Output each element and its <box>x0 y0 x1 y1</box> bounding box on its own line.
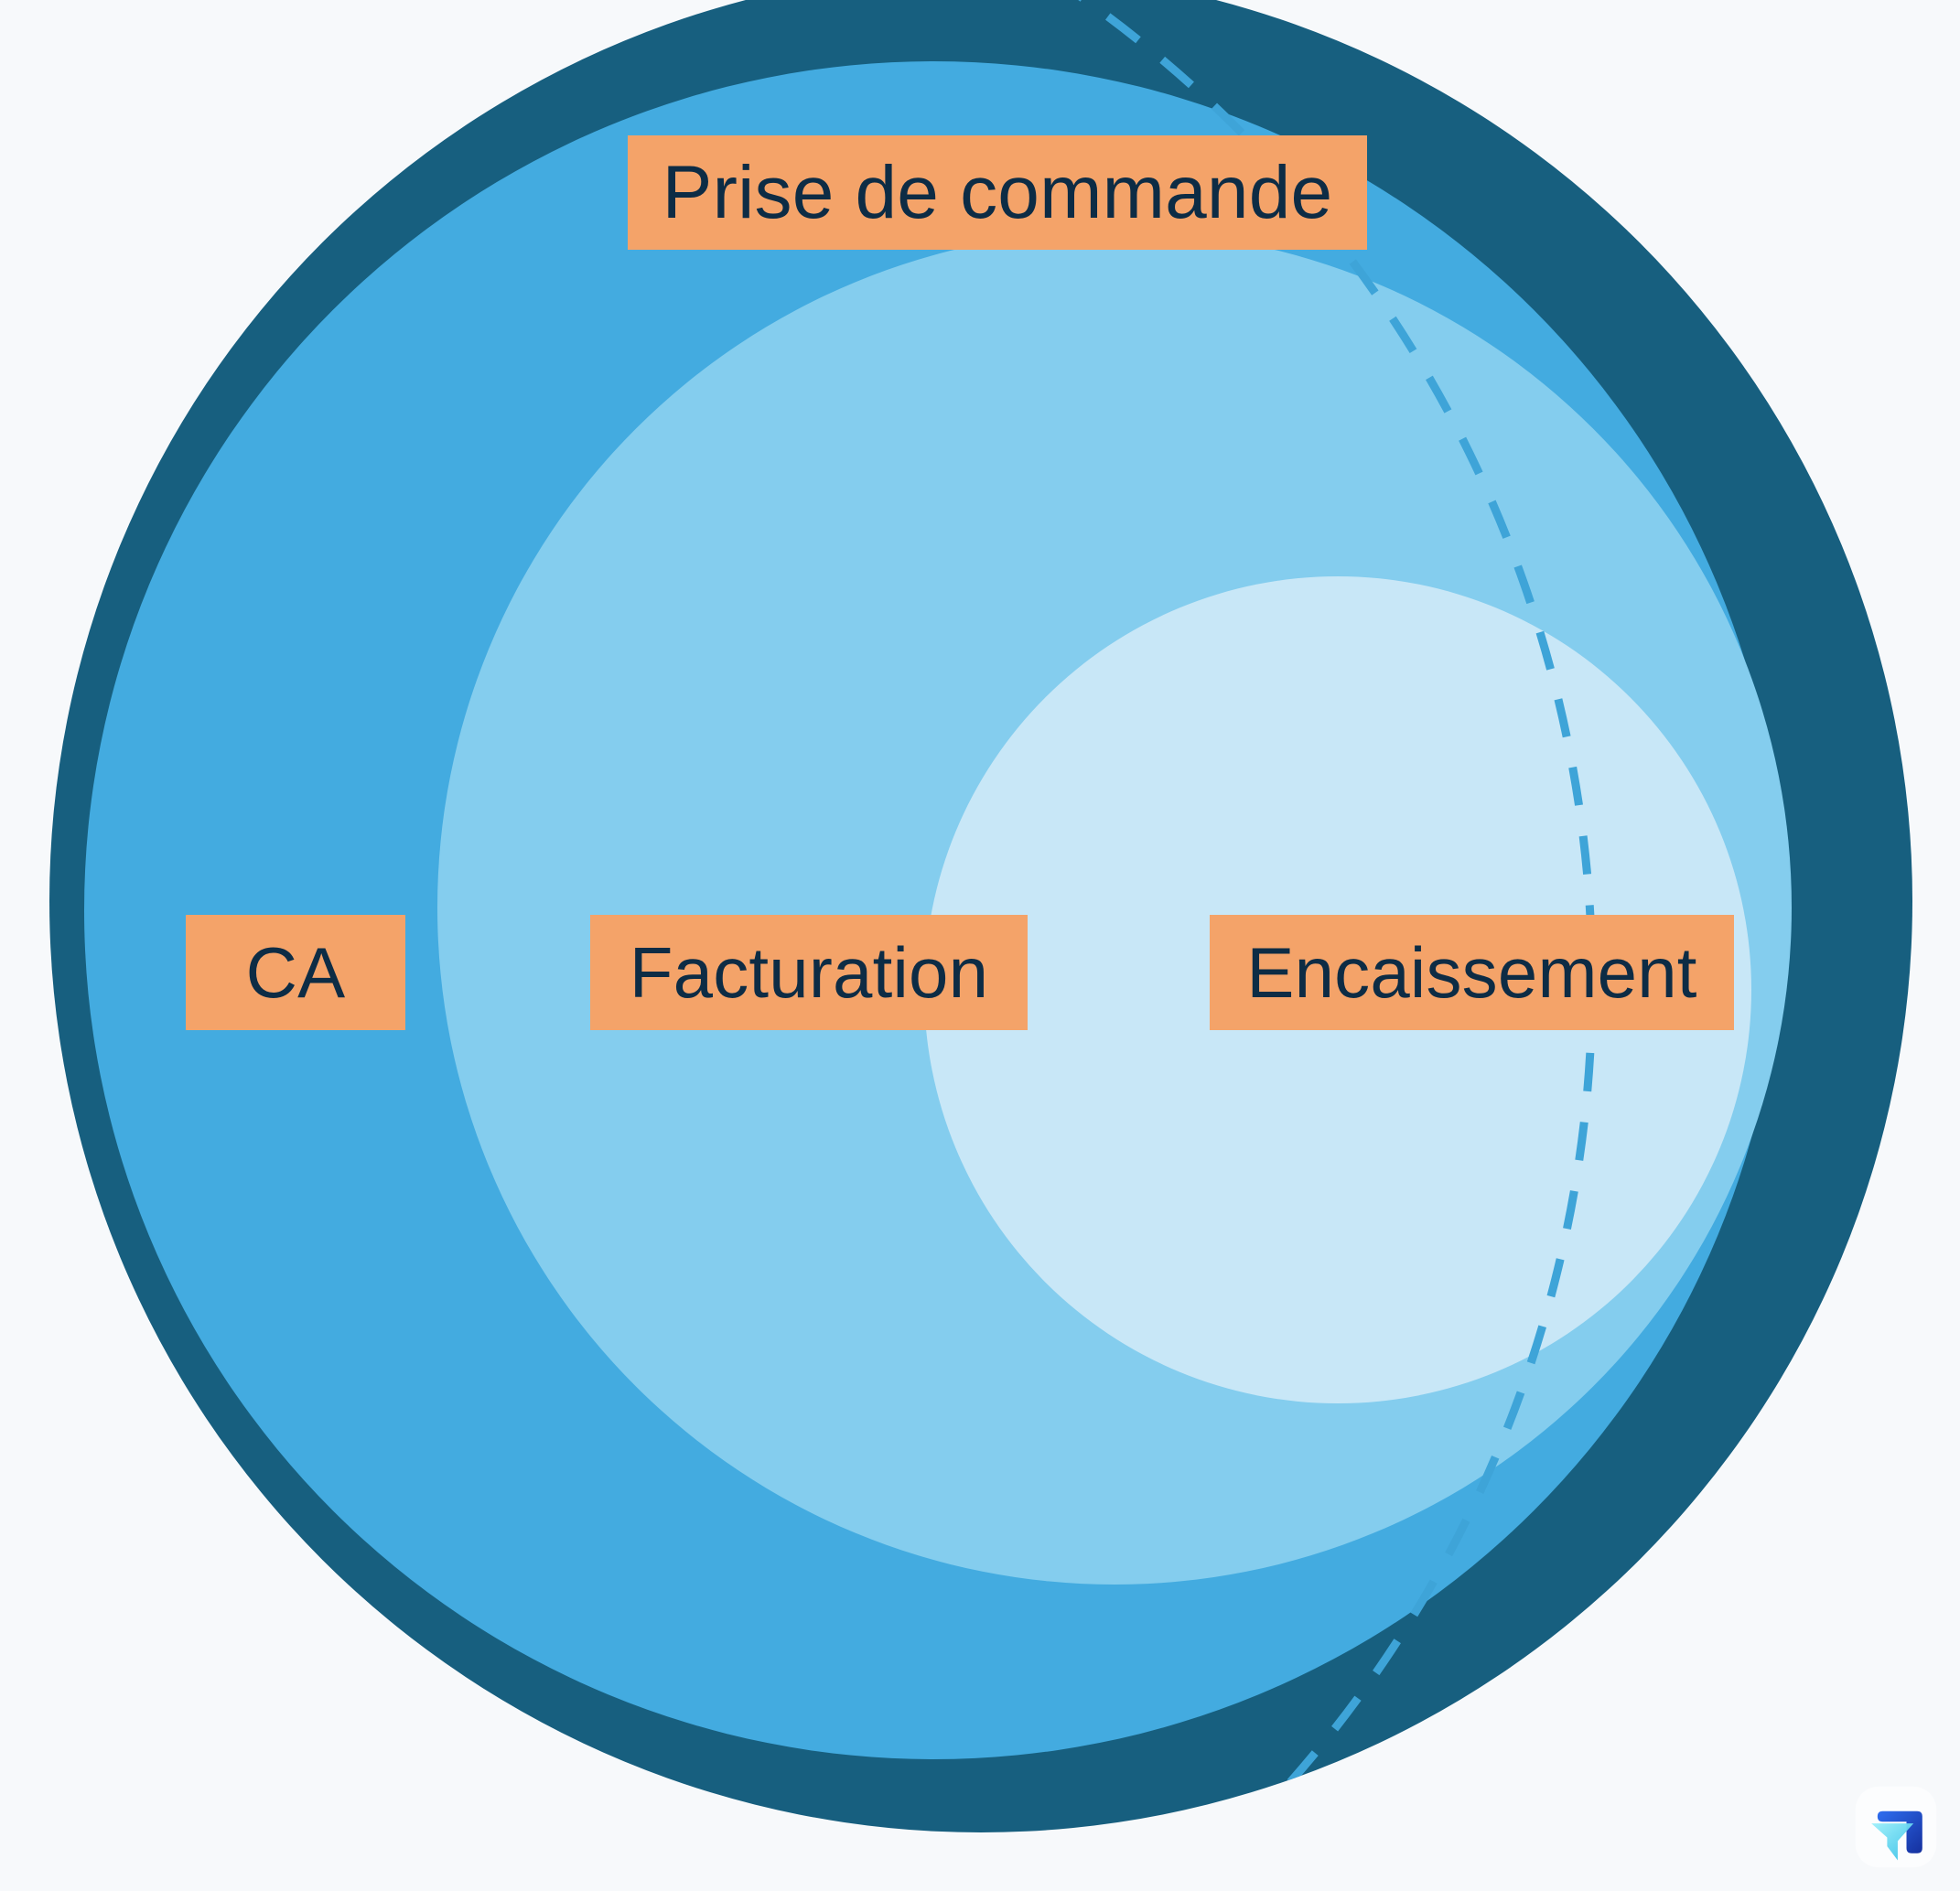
label-facturation: Facturation <box>590 915 1028 1030</box>
label-encaissement: Encaissement <box>1210 915 1734 1030</box>
label-encaissement-text: Encaissement <box>1246 932 1697 1013</box>
label-ca: CA <box>186 915 405 1030</box>
label-prise-de-commande: Prise de commande <box>628 135 1367 250</box>
brand-logo-icon <box>1852 1783 1940 1871</box>
label-facturation-text: Facturation <box>629 932 989 1013</box>
label-ca-text: CA <box>245 932 346 1013</box>
label-prise-de-commande-text: Prise de commande <box>662 150 1333 234</box>
